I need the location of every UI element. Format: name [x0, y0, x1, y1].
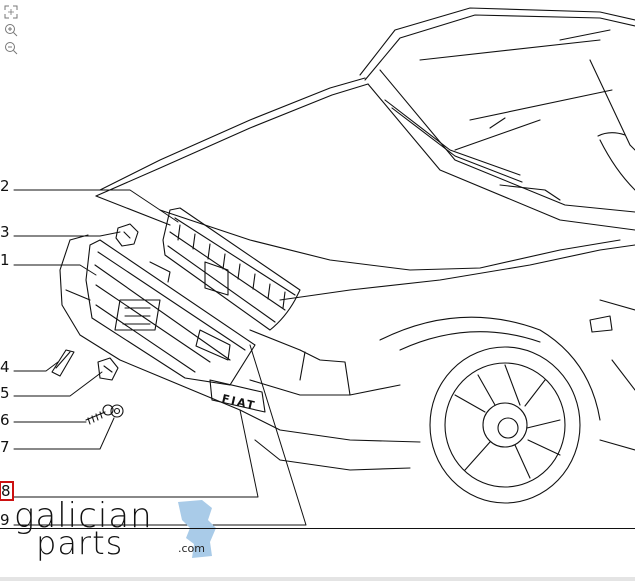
logo-suffix: .com [178, 542, 205, 555]
part-main-grille [85, 239, 256, 386]
callout-1[interactable]: 1 [0, 251, 10, 269]
zoom-in-button[interactable] [4, 22, 20, 38]
part-clip-3 [115, 223, 139, 247]
windscreen [359, 7, 635, 231]
callout-7[interactable]: 7 [0, 438, 10, 456]
front-wheel [429, 346, 581, 504]
part-upper-grille [162, 207, 301, 331]
logo-word-parts: parts [36, 524, 124, 562]
part-nut-7 [110, 404, 124, 418]
wipers [384, 99, 561, 201]
zoom-out-button[interactable] [4, 40, 20, 56]
part-screw-6 [85, 404, 114, 425]
galicia-map-icon [178, 500, 216, 558]
callout-2[interactable]: 2 [0, 177, 10, 195]
part-strip-4 [51, 349, 75, 377]
callout-8-selected[interactable]: 8 [0, 481, 14, 501]
logo-word-galician: galician [14, 496, 153, 536]
callout-3[interactable]: 3 [0, 223, 10, 241]
part-clip-5 [97, 357, 119, 381]
callout-4[interactable]: 4 [0, 358, 10, 376]
fit-to-screen-button[interactable] [4, 4, 20, 20]
callout-6[interactable]: 6 [0, 411, 10, 429]
leader-lines [13, 189, 307, 526]
part-badge-8 [209, 379, 266, 413]
zoom-toolbar [4, 4, 22, 58]
bottom-border [0, 577, 635, 581]
fit-icon [4, 5, 18, 19]
callout-9[interactable]: 9 [0, 511, 10, 529]
zoom-in-icon [5, 24, 18, 37]
hood [95, 59, 635, 301]
divider-line [0, 528, 635, 529]
galicianparts-logo: galician parts .com [12, 496, 216, 566]
callout-5[interactable]: 5 [0, 384, 10, 402]
front-body [59, 234, 635, 471]
zoom-out-icon [5, 42, 18, 55]
